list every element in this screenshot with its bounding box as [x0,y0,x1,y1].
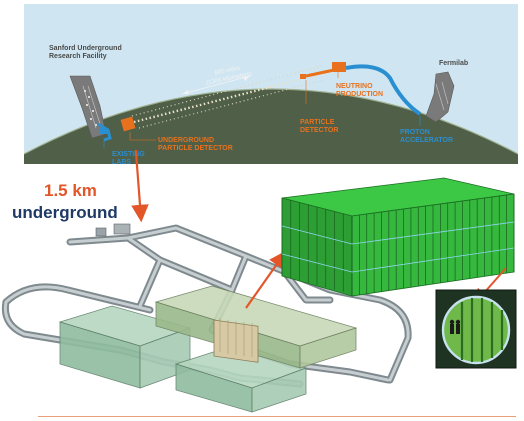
label-existing-labs: EXISTING LABS [112,151,145,167]
label-neutrino-line1: NEUTRINO [336,83,373,90]
neutrino-beam-path [131,65,330,129]
label-particle-line1: PARTICLE [300,119,335,126]
depth-label: underground [12,203,118,222]
label-underground-line1: UNDERGROUND [158,137,214,144]
neutrino-production-beamline [300,62,346,79]
label-fermilab: Fermilab [439,60,469,67]
cavern-boxes [58,285,358,413]
earth-curvature [24,89,518,164]
fermilab-structure-icon [425,71,455,123]
top-cross-section-illustration [24,4,518,164]
detector-grid-illustration [281,177,515,297]
footer-divider [38,416,516,417]
underground-detector-block [97,116,136,142]
depth-value: 1.5 km [44,181,97,200]
label-existing-line2: LABS [112,159,132,166]
detector-zoom-arrow [245,250,287,309]
cavern-detector-module [213,318,259,363]
label-sanford-line2: Research Facility [49,53,107,60]
sanford-mine-icon [69,75,107,139]
label-sanford-line1: Sanford Underground [49,45,122,52]
underground-cavern-illustration [1,150,517,413]
label-underground-detector: UNDERGROUND PARTICLE DETECTOR [158,137,233,153]
distance-arrow [181,75,251,95]
label-particle-line2: DETECTOR [300,127,339,134]
people-figures [449,319,461,334]
callout-leaders [129,72,339,141]
tunnel-network [1,224,412,388]
label-underground-line2: PARTICLE DETECTOR [158,145,233,152]
depth-arrow [131,150,149,223]
label-proton-line2: ACCELERATOR [400,137,454,144]
label-neutrino-line2: PRODUCTION [336,91,384,98]
label-proton-accelerator: PROTON ACCELERATOR [400,129,453,145]
label-particle-detector: PARTICLE DETECTOR [300,119,338,135]
label-existing-line1: EXISTING [112,151,145,158]
label-sanford: Sanford Underground Research Facility [49,45,122,61]
inset-zoom-detail [435,289,517,369]
proton-accelerator-beamline [345,64,422,116]
surface-equipment [95,223,131,237]
label-neutrino-production: NEUTRINO PRODUCTION [336,83,383,99]
label-proton-line1: PROTON [400,129,430,136]
